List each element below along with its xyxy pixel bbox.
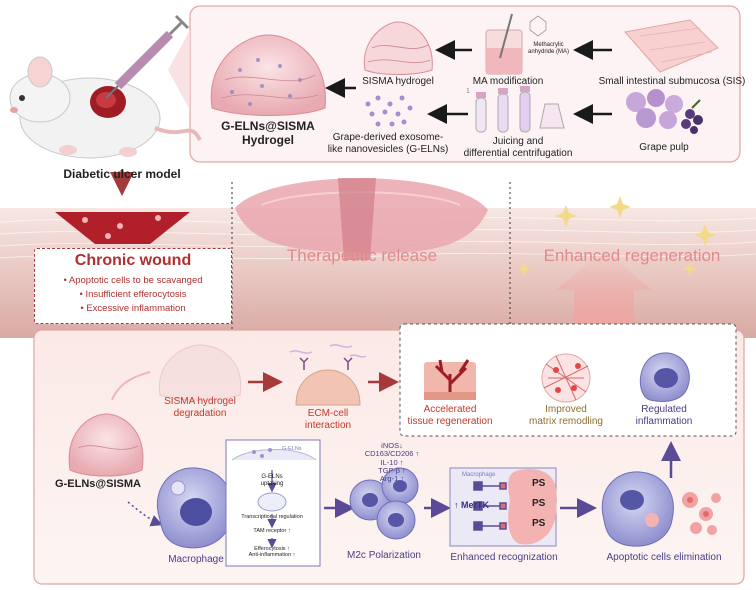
matrix-remodeling-icon: [541, 353, 591, 403]
sisma-hydrogel-icon: [363, 21, 433, 75]
grape-pulp-icon: [626, 89, 703, 134]
degrading-gel-icon: [159, 344, 242, 401]
m2c-macrophages-icon: [349, 467, 419, 540]
recognization-label: Enhanced recognization: [450, 552, 558, 563]
ma-modification-label: MA modification: [472, 76, 544, 87]
sisma-hydrogel-label: SISMA hydrogel: [362, 76, 434, 87]
model-label: Diabetic ulcer model: [63, 167, 181, 181]
therapeutic-release-label: Therapeutic release: [286, 246, 438, 265]
recognition-macrophage-label: Macrophage: [462, 472, 496, 478]
marker-item: iNOS↓: [381, 441, 403, 450]
macrophage-icon: [156, 467, 234, 549]
ecm-cell-icon: [289, 344, 367, 406]
marker-item: Arg-1 ↑: [379, 474, 405, 483]
regulated-inflammation-icon: [639, 352, 690, 402]
inset-transcription-label: Transcriptional regulation: [241, 514, 303, 520]
m2c-label: M2c Polarization: [347, 550, 421, 561]
wound-item: • Excessive inflammation: [80, 302, 186, 314]
panel-callout: [168, 30, 190, 110]
macrophage-label: Macrophage: [168, 554, 224, 565]
mertk-label: ↑ MerTK: [454, 500, 490, 510]
ps-label: PS: [532, 498, 546, 509]
tissue-regeneration-icon: [424, 359, 476, 400]
chronic-wound-box: Chronic wound • Apoptotic cells to be sc…: [34, 248, 232, 324]
nanovesicles-icon: [365, 95, 413, 127]
product-hydrogel-icon: [210, 34, 326, 116]
marker-item: TGF-β ↑: [378, 465, 406, 475]
inset-efferocytosis-label: Efferocytosis ↑Anti-inflammation ↑: [248, 546, 296, 559]
ps-label: PS: [532, 478, 546, 489]
elns-label: Grape-derived exosome-like nanovesicles …: [327, 132, 449, 155]
grape-pulp-label: Grape pulp: [639, 142, 689, 153]
inset-tam-label: TAM receptor ↑: [253, 528, 291, 534]
gel-label: G-ELNs@SISMA: [55, 478, 141, 490]
mouse-illustration: [9, 56, 202, 159]
tube-index: 1: [466, 88, 470, 95]
marker-list: iNOS↓ CD163/CD206 ↑ IL-10 ↑ TGF-β ↑ Arg-…: [364, 441, 420, 483]
sis-tissue-icon: [624, 19, 719, 73]
elimination-label: Apoptotic cells elimination: [606, 552, 722, 563]
inset-elns-label: G-ELNs: [282, 446, 302, 452]
gel-icon-bottom: [68, 413, 144, 477]
syringe-icon: [105, 14, 190, 99]
ma-beaker-icon: [485, 13, 547, 75]
ps-label: PS: [532, 518, 546, 529]
sparkle-icons: [517, 196, 716, 276]
centrifuge-tubes-icon: [475, 86, 565, 133]
wound-item: • Insufficient efferocytosis: [79, 288, 187, 300]
wound-item: • Apoptotic cells to be scavanged: [63, 275, 203, 286]
marker-item: IL-10 ↑: [380, 457, 404, 467]
chronic-wound-title: Chronic wound: [74, 252, 192, 269]
chronic-wound-list: • Apoptotic cells to be scavanged • Insu…: [35, 274, 231, 315]
sis-label: Small intestinal submucosa (SIS): [598, 76, 746, 87]
regeneration-arrow: [556, 250, 652, 330]
marker-item: CD163/CD206 ↑: [364, 449, 420, 459]
enhanced-regeneration-label: Enhanced regeneration: [543, 246, 721, 265]
efferocytosis-icon: [601, 471, 721, 547]
